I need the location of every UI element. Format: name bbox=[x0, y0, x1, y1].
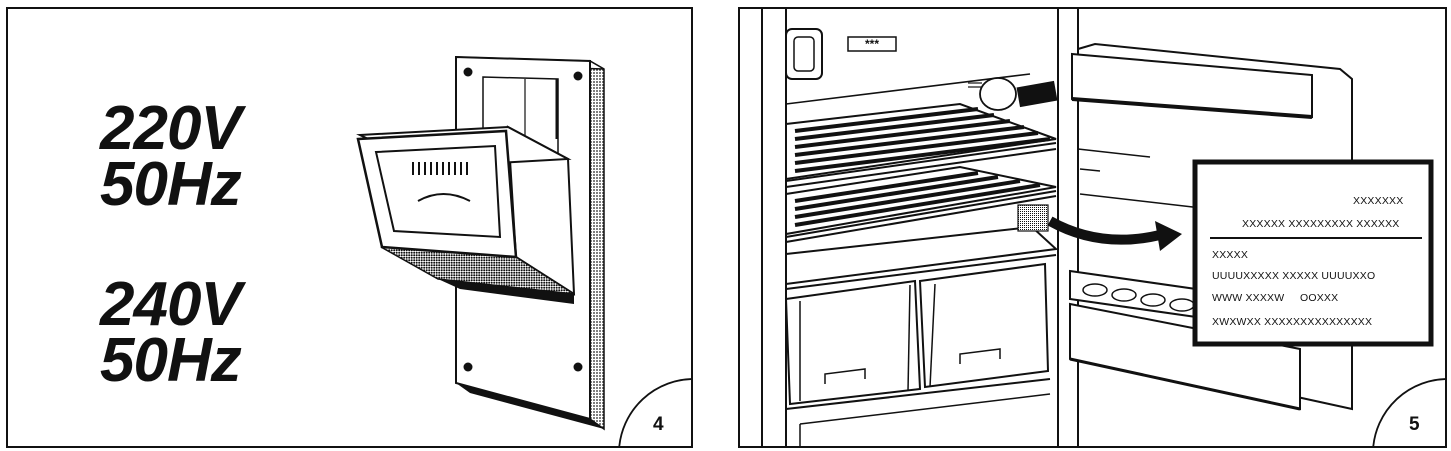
wire-shelf-middle bbox=[785, 165, 1057, 236]
arrow-icon bbox=[1047, 216, 1162, 245]
rating-plate-line: XWXWXX XXXXXXXXXXXXXXX bbox=[1212, 316, 1373, 328]
frequency-label: 50Hz bbox=[100, 150, 242, 219]
screw-icon bbox=[573, 71, 583, 81]
freezer-star-badge bbox=[847, 36, 897, 52]
crisper-drawer-left bbox=[784, 279, 922, 406]
glass-shelf bbox=[785, 225, 1059, 286]
figure-number: 4 bbox=[653, 414, 664, 435]
rating-plate-location bbox=[1017, 204, 1049, 232]
figure-number: 5 bbox=[1409, 414, 1420, 435]
screw-icon bbox=[463, 362, 473, 372]
refrigerator-illustration: *** bbox=[761, 9, 1445, 446]
figure-number-arc bbox=[1372, 378, 1445, 446]
plate-side bbox=[589, 59, 605, 431]
scale-ticks bbox=[412, 162, 468, 175]
voltage-label: 220V bbox=[100, 94, 242, 163]
rating-220v: 220V 50Hz bbox=[100, 94, 242, 219]
rating-plate-line: WWW XXXXW OOXXX bbox=[1212, 292, 1339, 304]
voltage-label: 240V bbox=[100, 270, 242, 339]
rating-240v: 240V 50Hz bbox=[100, 270, 242, 395]
screw-icon bbox=[463, 67, 473, 77]
crisper-drawer-right bbox=[918, 262, 1050, 389]
rating-plate-magnified bbox=[1192, 159, 1434, 347]
star-rating: *** bbox=[865, 37, 879, 51]
rating-plate-line: XXXXX bbox=[1212, 249, 1249, 261]
meter-dial bbox=[374, 144, 502, 239]
rating-plate-line: UUUUXXXXX XXXXX UUUUXXO bbox=[1212, 270, 1376, 282]
figure-5-panel: *** bbox=[738, 7, 1447, 448]
rating-plate-line: XXXXXX XXXXXXXXX XXXXXX bbox=[1242, 218, 1400, 230]
screw-icon bbox=[573, 362, 583, 372]
needle-arc bbox=[417, 193, 471, 202]
rating-plate-line: XXXXXXX bbox=[1353, 195, 1404, 207]
figure-4-panel: 220V 50Hz 240V 50Hz bbox=[6, 7, 693, 448]
frequency-label: 50Hz bbox=[100, 326, 242, 395]
figure-number-arc bbox=[618, 378, 691, 446]
thermostat-knob-icon bbox=[979, 77, 1017, 111]
voltmeter-illustration bbox=[356, 55, 691, 446]
